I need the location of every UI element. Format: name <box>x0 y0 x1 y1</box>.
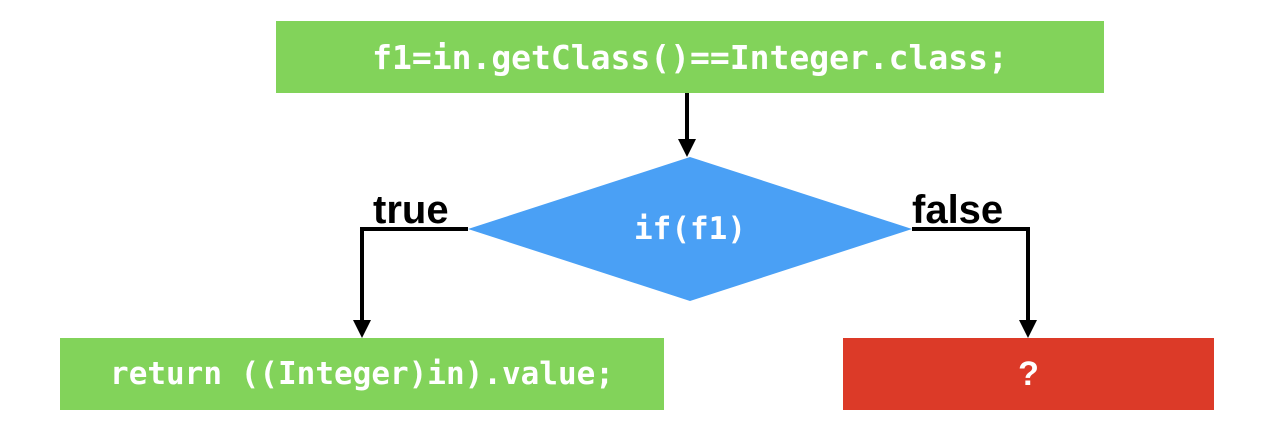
false-branch-node-text: ? <box>1018 354 1039 393</box>
false-branch-label: false <box>912 188 1004 232</box>
decision-diamond <box>468 157 912 301</box>
arrow-true-branch <box>360 227 468 320</box>
true-branch-node-text: return ((Integer)in).value; <box>110 356 614 392</box>
decision-node: if(f1) <box>468 157 912 301</box>
start-node-text: f1=in.getClass()==Integer.class; <box>372 37 1008 77</box>
arrow-false-branch <box>912 227 1030 320</box>
true-branch-node: return ((Integer)in).value; <box>60 338 664 410</box>
start-node: f1=in.getClass()==Integer.class; <box>276 21 1104 93</box>
arrowhead-start-to-decision <box>678 139 696 157</box>
arrowhead-true-branch <box>353 320 371 338</box>
arrowhead-false-branch <box>1019 320 1037 338</box>
true-branch-label: true <box>373 188 449 232</box>
decision-node-text: if(f1) <box>634 211 746 247</box>
false-branch-node: ? <box>843 338 1214 410</box>
